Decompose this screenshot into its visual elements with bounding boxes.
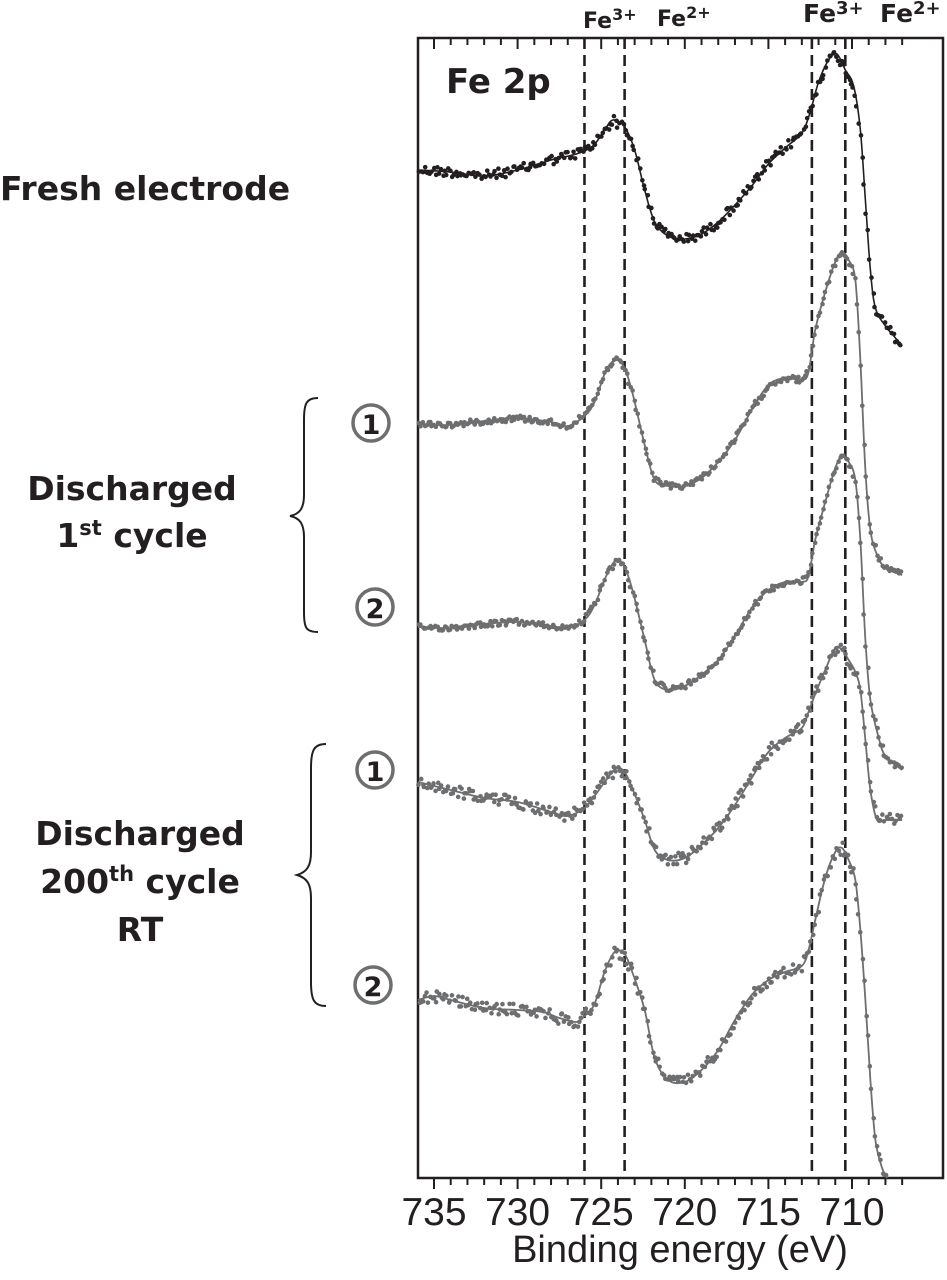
x-axis-ticks <box>433 38 904 1189</box>
label-200th-cycle: 200th cycle <box>40 862 240 901</box>
reference-label: Fe3+ <box>803 0 864 28</box>
reference-label: Fe3+ <box>583 5 637 34</box>
label-discharged-1st: Discharged <box>27 469 237 508</box>
curve-discharged <box>416 642 904 867</box>
spectra-curves <box>416 49 904 1179</box>
ordinal-suffix: th <box>109 862 134 886</box>
label-discharged-200th: Discharged <box>35 814 245 853</box>
cycle-number: 200 <box>40 862 109 901</box>
reference-label: Fe2+ <box>657 3 711 32</box>
x-axis-tick-labels: 735 730 725 720 715 710 <box>401 1191 884 1234</box>
circle-1-icon: 1 <box>355 750 395 790</box>
cycle-word: cycle <box>134 862 240 901</box>
x-tick-label: 720 <box>652 1191 717 1234</box>
panel-title: Fe 2p <box>446 62 551 102</box>
circle-1-icon: 1 <box>351 403 391 443</box>
reference-lines <box>583 38 847 1178</box>
reference-labels: Fe3+ Fe2+ Fe3+ Fe2+ <box>583 0 941 34</box>
cycle-word: cycle <box>102 516 208 555</box>
x-tick-label: 710 <box>819 1191 884 1234</box>
curve-discharged <box>417 840 889 1179</box>
x-tick-label: 725 <box>569 1191 634 1234</box>
svg-text:1: 1 <box>362 410 381 441</box>
circle-2-icon: 2 <box>355 587 395 627</box>
svg-text:2: 2 <box>366 594 385 625</box>
svg-text:1: 1 <box>366 757 385 788</box>
cycle-number: 1 <box>56 516 79 555</box>
label-1st-cycle: 1st cycle <box>56 516 207 555</box>
circle-2-icon: 2 <box>353 965 393 1005</box>
plot-frame <box>416 36 945 1180</box>
x-tick-label: 730 <box>485 1191 550 1234</box>
curve-discharged <box>416 250 904 576</box>
brace-200th-cycle-icon <box>293 743 327 1007</box>
x-tick-label: 735 <box>401 1191 466 1234</box>
label-rt: RT <box>117 910 164 949</box>
x-axis-title: Binding energy (eV) <box>512 1229 848 1271</box>
label-fresh-electrode: Fresh electrode <box>0 169 290 208</box>
ordinal-suffix: st <box>79 516 102 540</box>
curve-fresh-electrode <box>416 49 903 348</box>
brace-1st-cycle-icon <box>289 397 319 633</box>
x-tick-label: 715 <box>736 1191 801 1234</box>
curve-discharged <box>416 453 904 771</box>
reference-label: Fe2+ <box>880 0 941 28</box>
svg-text:2: 2 <box>364 972 383 1003</box>
